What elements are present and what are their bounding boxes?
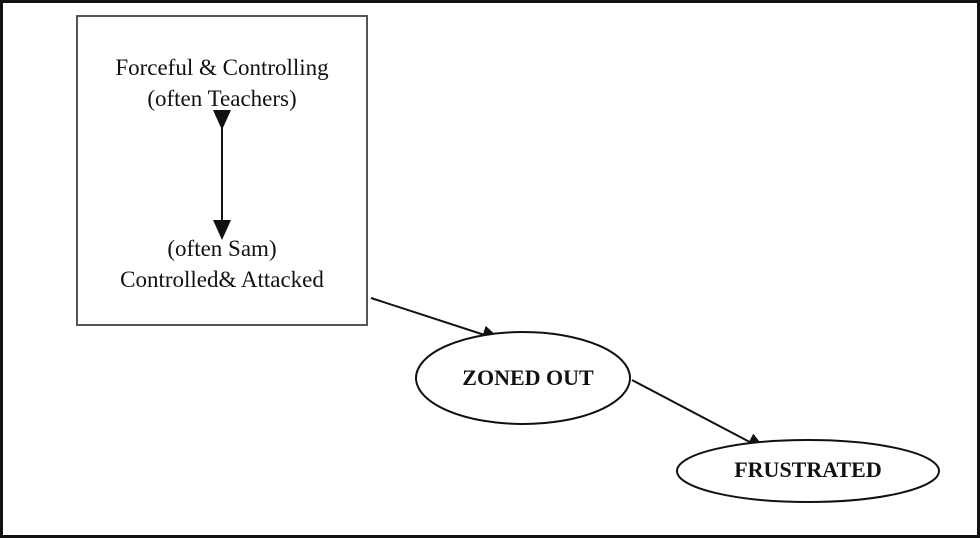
box-top-label-line1: Forceful & Controlling	[115, 55, 329, 80]
edge-zoned-out-to-frustrated	[631, 379, 767, 451]
relationship-box: Forceful & Controlling (often Teachers) …	[76, 15, 368, 326]
node-frustrated: FRUSTRATED	[676, 439, 940, 503]
node-frustrated-label: FRUSTRATED	[734, 457, 882, 482]
node-zoned-out-label: ZONED OUT	[462, 365, 594, 390]
box-bottom-label-line1: (often Sam)	[167, 236, 276, 261]
node-frustrated-ellipse	[676, 439, 940, 503]
node-zoned-out: ZONED OUT	[415, 331, 631, 425]
box-top-label-line2: (often Teachers)	[147, 86, 296, 111]
node-zoned-out-ellipse	[415, 331, 631, 425]
box-bottom-label-line2: Controlled& Attacked	[120, 267, 324, 292]
edge-box-to-zoned-out	[370, 297, 502, 343]
